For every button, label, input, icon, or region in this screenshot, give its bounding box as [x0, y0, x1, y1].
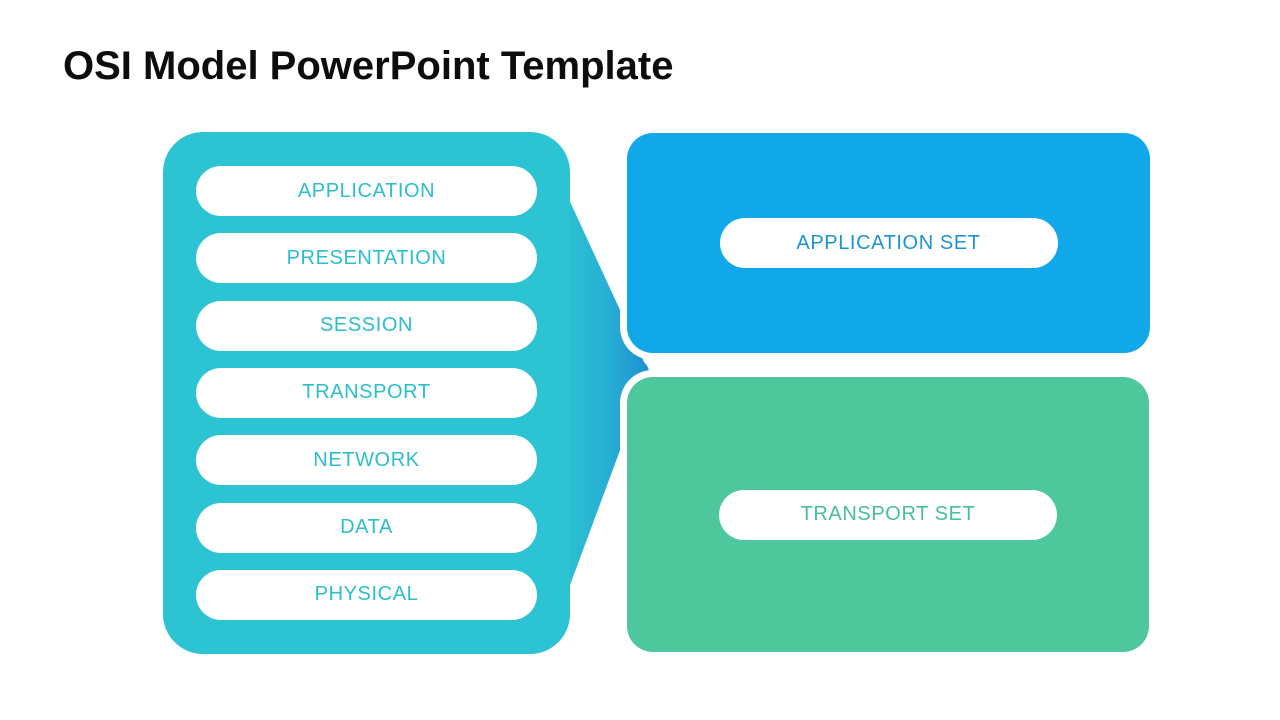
- osi-layer-session: SESSION: [196, 300, 537, 351]
- application-set-box: APPLICATION SET: [627, 133, 1150, 353]
- osi-layer-data: DATA: [196, 502, 537, 553]
- osi-layer-presentation: PRESENTATION: [196, 233, 537, 284]
- slide-title: OSI Model PowerPoint Template: [63, 44, 674, 88]
- application-set-pill: APPLICATION SET: [719, 218, 1058, 268]
- osi-layer-network: NETWORK: [196, 435, 537, 486]
- osi-stack-panel: APPLICATION PRESENTATION SESSION TRANSPO…: [163, 132, 570, 654]
- funnel-path: [560, 180, 650, 612]
- osi-layer-physical: PHYSICAL: [196, 569, 537, 620]
- transport-set-pill: TRANSPORT SET: [719, 489, 1057, 540]
- transport-set-box: TRANSPORT SET: [627, 377, 1149, 652]
- osi-layer-transport: TRANSPORT: [196, 367, 537, 418]
- osi-layer-application: APPLICATION: [196, 166, 537, 216]
